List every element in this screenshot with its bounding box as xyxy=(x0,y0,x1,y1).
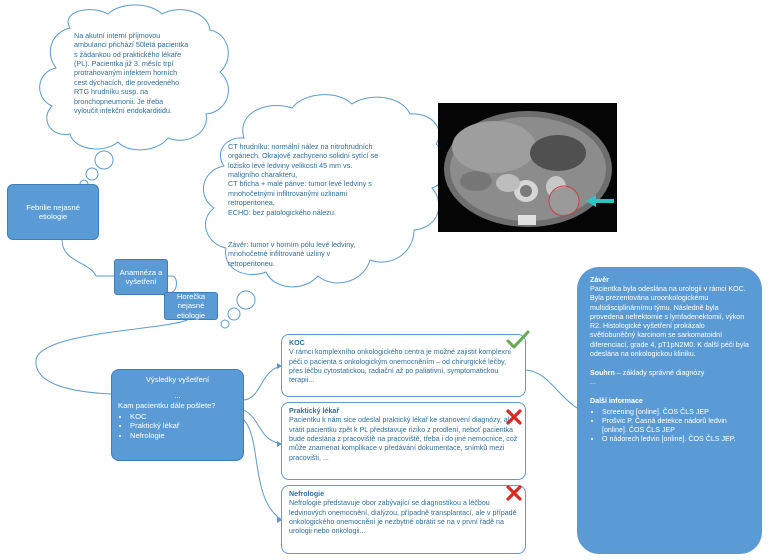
results-title: Výsledky vyšetření xyxy=(145,375,210,384)
cross-icon xyxy=(506,485,522,501)
answer-card-praktik[interactable]: Praktický lékař Pacientku k nám sice ode… xyxy=(281,402,526,480)
ct-cloud-findings: CT hrudníku: normální nález na nitrohrud… xyxy=(228,142,379,217)
node-anamneza-label: Anamnéza a vyšetření xyxy=(119,267,163,286)
ct-scan-image xyxy=(438,103,617,232)
answer-card-title: KOC xyxy=(289,339,305,347)
link-anamneza-horecka xyxy=(168,275,177,293)
ct-cloud-conclusion: Závěr: tumor v horním pólu levé ledviny,… xyxy=(228,240,356,268)
more-info-heading: Další informace xyxy=(590,397,643,406)
answer-card-nefrologie[interactable]: Nefrologie Nefrologie představuje obor z… xyxy=(281,485,526,554)
node-horecka[interactable]: Horečka nejasné etiologie xyxy=(164,292,218,320)
results-box[interactable]: Výsledky vyšetření ... Kam pacientku dál… xyxy=(111,369,244,461)
more-info-link[interactable]: O nádorech ledvin [online]. ČOS ČLS JEP. xyxy=(602,435,750,444)
intro-cloud-text: Na akutní interní příjmovou ambulanci př… xyxy=(74,31,189,115)
results-option-koc[interactable]: KOC xyxy=(130,412,237,422)
summary-dots: ... xyxy=(590,378,596,387)
link-results-nef xyxy=(243,419,283,521)
check-icon xyxy=(506,330,530,349)
results-option-pl[interactable]: Praktický lékař xyxy=(130,421,237,431)
answer-card-koc[interactable]: KOC V rámci komplexního onkologického ce… xyxy=(281,334,526,397)
results-question: Kam pacientku dále pošlete? xyxy=(118,400,216,410)
more-info-link[interactable]: Screening [online]. ČOS ČLS JEP xyxy=(602,408,750,417)
summary-text: – základy správné diagnózy xyxy=(614,368,705,377)
answer-card-text: Pacientku k nám sice odeslal praktický l… xyxy=(289,416,518,462)
link-results-pl xyxy=(243,409,283,445)
cross-icon xyxy=(506,409,522,425)
conclusion-heading: Závěr xyxy=(590,276,609,284)
results-dots: ... xyxy=(174,390,181,400)
link-results-koc xyxy=(243,365,283,401)
conclusion-panel: Závěr Pacientka byla odeslána na urologi… xyxy=(577,267,762,554)
more-info-list: Screening [online]. ČOS ČLS JEP Prošvic … xyxy=(590,408,750,445)
node-febrile-label: Febrilie nejasné etiologie xyxy=(26,202,80,221)
node-horecka-label: Horečka nejasné etiologie xyxy=(176,291,206,320)
answer-card-text: Nefrologie představuje obor zabývající s… xyxy=(289,499,517,536)
results-options: KOC Praktický lékař Nefrologie xyxy=(118,412,237,442)
answer-card-title: Nefrologie xyxy=(289,490,325,498)
summary-line: Souhrn – základy správné diagnózy xyxy=(590,369,750,378)
answer-card-text: V rámci komplexního onkologického centra… xyxy=(289,348,511,385)
results-option-nefrologie[interactable]: Nefrologie xyxy=(130,431,237,441)
conclusion-text: Pacientka byla odeslána na urologii v rá… xyxy=(590,285,749,358)
link-koc-conclusion xyxy=(525,369,578,409)
node-anamneza[interactable]: Anamnéza a vyšetření xyxy=(114,259,168,295)
link-febrile-anamneza xyxy=(61,239,114,277)
node-febrile[interactable]: Febrilie nejasné etiologie xyxy=(7,184,99,240)
summary-label: Souhrn xyxy=(590,368,615,377)
more-info-link[interactable]: Prošvic P. Časná detekce nádorů ledvin [… xyxy=(602,417,750,435)
answer-card-title: Praktický lékař xyxy=(289,407,340,415)
